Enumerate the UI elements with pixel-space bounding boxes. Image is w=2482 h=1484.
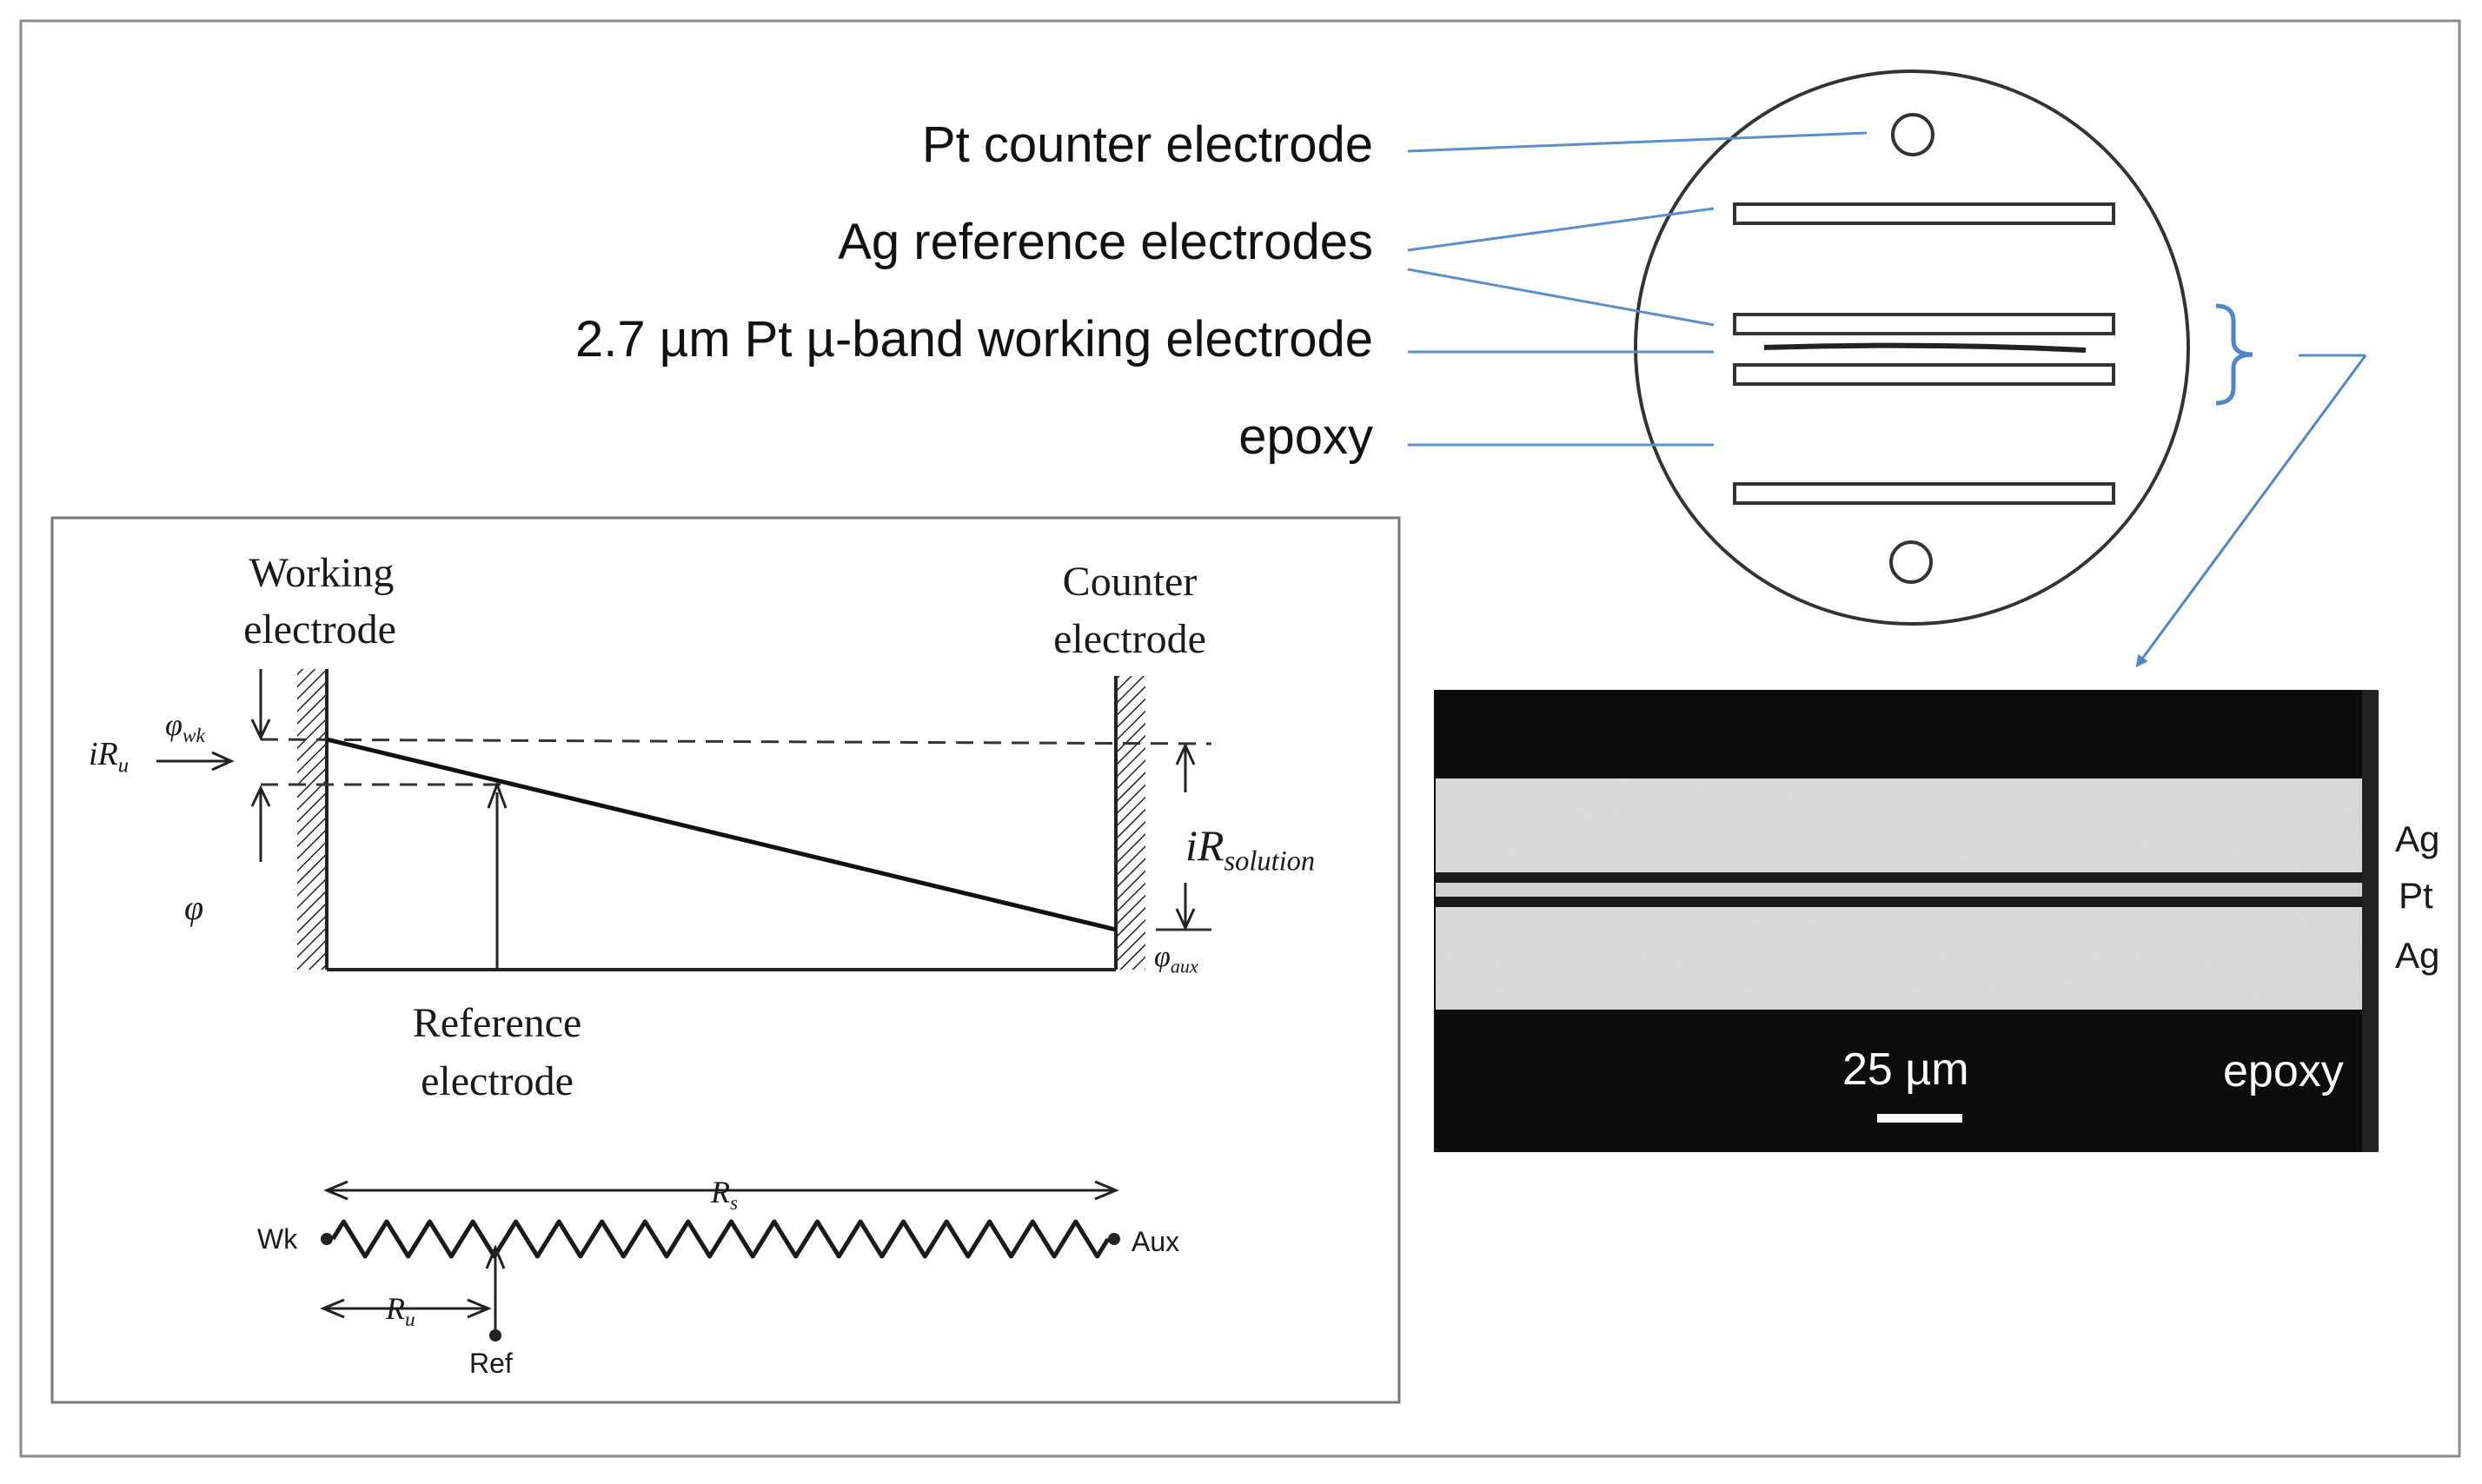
counter-electrode-wall bbox=[1116, 676, 1145, 970]
ref-label: Ref bbox=[469, 1348, 513, 1379]
leader-ag-mid bbox=[1407, 268, 1715, 327]
micrograph-edge-right bbox=[2362, 690, 2379, 1152]
irsol-arrow-top-head bbox=[1175, 742, 1196, 765]
iru-arrow-bottom-head bbox=[250, 785, 271, 807]
ref-node bbox=[489, 1329, 501, 1342]
iru-arrow-top-head bbox=[250, 719, 271, 741]
potential-line bbox=[326, 737, 1117, 932]
panel-border bbox=[50, 516, 1401, 1404]
micrograph-separator-top bbox=[1436, 872, 2377, 883]
ag-band-bottom bbox=[1733, 482, 2115, 505]
pt-counter-electrode-top bbox=[1891, 113, 1934, 156]
working-label-line2: electrode bbox=[243, 606, 396, 653]
label-ag-reference: Ag reference electrodes bbox=[838, 214, 1373, 270]
reference-label-line1: Reference bbox=[413, 1000, 582, 1046]
rs-right-head bbox=[1094, 1180, 1119, 1201]
electrode-disc-schematic bbox=[1634, 70, 2367, 668]
micrograph: 25 µm epoxy Ag Pt Ag bbox=[1434, 690, 2439, 1152]
ru-label: Ru bbox=[385, 1291, 415, 1331]
micrograph-epoxy-label: epoxy bbox=[2223, 1046, 2344, 1096]
leader-lines bbox=[1407, 131, 1868, 447]
bracket bbox=[2215, 303, 2253, 406]
aux-node bbox=[1108, 1233, 1120, 1245]
wk-label: Wk bbox=[257, 1223, 298, 1255]
reference-label-line2: electrode bbox=[421, 1058, 574, 1104]
pt-counter-electrode-bottom bbox=[1889, 540, 1933, 584]
label-working-electrode: 2.7 µm Pt µ-band working electrode bbox=[575, 311, 1373, 368]
phi-label: φ bbox=[184, 888, 203, 927]
scale-bar bbox=[1877, 1114, 1962, 1123]
leader-ag-top bbox=[1407, 207, 1715, 252]
resistor-chain bbox=[320, 1180, 1120, 1342]
label-pt-counter: Pt counter electrode bbox=[922, 116, 1373, 173]
micrograph-separator-bottom bbox=[1436, 897, 2377, 907]
counter-label-line1: Counter bbox=[1063, 559, 1198, 605]
ag-band-lower bbox=[1733, 363, 2115, 386]
ru-left-head bbox=[320, 1298, 345, 1319]
ru-right-head bbox=[467, 1298, 492, 1319]
leader-pt-counter bbox=[1407, 131, 1868, 153]
ag-band-top bbox=[1733, 202, 2115, 225]
iru-label: iRu bbox=[89, 736, 129, 778]
irsolution-label: iRsolution bbox=[1185, 821, 1315, 877]
wk-node bbox=[321, 1233, 333, 1245]
ag-band-upper bbox=[1733, 313, 2115, 335]
phi-wk-label: φwk bbox=[165, 707, 206, 747]
scale-bar-label: 25 µm bbox=[1842, 1044, 1969, 1095]
rs-label: Rs bbox=[710, 1175, 738, 1215]
resistor-zigzag bbox=[330, 1219, 1111, 1259]
iru-pointer-head bbox=[211, 751, 235, 772]
micrograph-pt-label: Pt bbox=[2399, 875, 2433, 916]
label-epoxy: epoxy bbox=[1238, 408, 1373, 465]
aux-label: Aux bbox=[1132, 1226, 1179, 1257]
phi-aux-label: φaux bbox=[1154, 941, 1198, 977]
working-electrode-wall bbox=[297, 669, 327, 970]
ref-probe-head bbox=[485, 1244, 506, 1269]
micrograph-pt-band bbox=[1436, 883, 2377, 897]
micrograph-ag-bottom-label: Ag bbox=[2395, 935, 2439, 976]
dashed-phi-wk bbox=[260, 738, 1212, 745]
pt-microband bbox=[1763, 342, 2087, 353]
irsol-arrow-bottom-head bbox=[1175, 908, 1196, 931]
potential-diagram-panel: Working electrode Counter electrode Refe… bbox=[50, 516, 1401, 1404]
reference-probe-head bbox=[487, 780, 508, 809]
counter-label-line2: electrode bbox=[1053, 616, 1206, 662]
working-label-line1: Working bbox=[249, 550, 395, 596]
micrograph-ag-top-label: Ag bbox=[2395, 818, 2439, 859]
rs-left-head bbox=[323, 1180, 348, 1201]
zoom-arrow bbox=[2135, 354, 2367, 668]
